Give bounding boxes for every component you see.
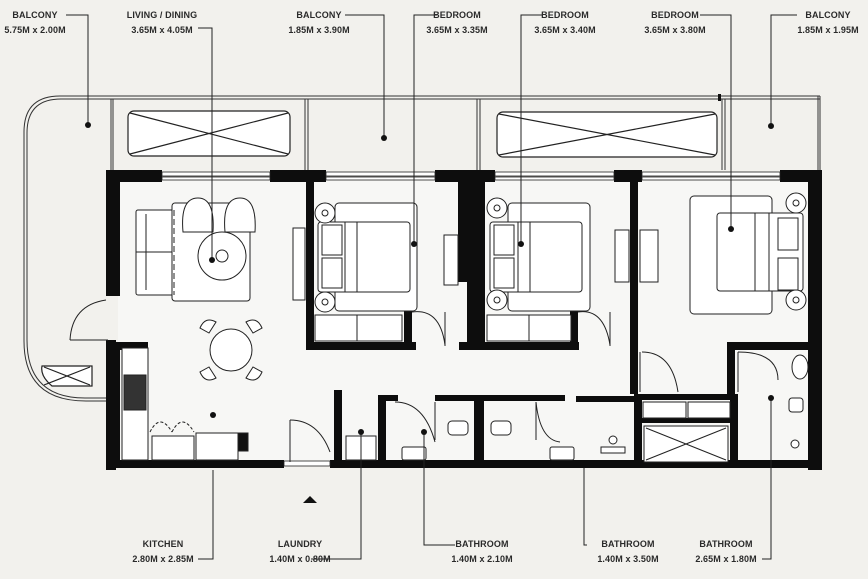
entrance-arrow-icon	[303, 496, 317, 503]
room-name: BALCONY	[805, 10, 851, 20]
leader-lines	[66, 14, 797, 560]
room-dimensions: 1.85M x 1.95M	[797, 25, 859, 35]
room-dimensions: 1.40M x 3.50M	[597, 554, 659, 564]
bedroom-doors	[411, 311, 779, 393]
room-dimensions: 1.40M x 0.80M	[269, 554, 331, 564]
room-name: BATHROOM	[455, 539, 509, 549]
windows	[161, 171, 781, 467]
living-furniture	[135, 197, 256, 302]
label-living-dining: LIVING / DINING 3.65M x 4.05M	[124, 8, 200, 38]
beds	[292, 192, 807, 463]
room-dimensions: 1.40M x 2.10M	[451, 554, 513, 564]
walls	[106, 170, 822, 470]
room-dimensions: 1.85M x 3.90M	[288, 25, 350, 35]
room-dimensions: 2.65M x 1.80M	[695, 554, 757, 564]
room-dimensions: 5.75M x 2.00M	[4, 25, 66, 35]
balcony-outline	[23, 95, 821, 402]
room-name: KITCHEN	[142, 539, 184, 549]
room-name: LIVING / DINING	[126, 10, 198, 20]
room-dimensions: 3.65M x 3.35M	[426, 25, 488, 35]
label-bathroom-3: BATHROOM 2.65M x 1.80M	[690, 537, 762, 567]
label-balcony-1: BALCONY 5.75M x 2.00M	[4, 8, 66, 38]
label-bedroom-2: BEDROOM 3.65M x 3.40M	[530, 8, 600, 38]
room-name: LAUNDRY	[277, 539, 323, 549]
room-name: BEDROOM	[433, 10, 481, 20]
room-name: BEDROOM	[651, 10, 699, 20]
label-balcony-2: BALCONY 1.85M x 3.90M	[288, 8, 350, 38]
planter-boxes	[41, 110, 718, 387]
label-bedroom-1: BEDROOM 3.65M x 3.35M	[422, 8, 492, 38]
entrance-door	[69, 299, 331, 462]
label-bedroom-3: BEDROOM 3.65M x 3.80M	[640, 8, 710, 38]
room-dimensions: 3.65M x 3.80M	[644, 25, 706, 35]
label-balcony-3: BALCONY 1.85M x 1.95M	[795, 8, 861, 38]
label-bathroom-1: BATHROOM 1.40M x 2.10M	[446, 537, 518, 567]
room-name: BEDROOM	[541, 10, 589, 20]
leader-dots	[85, 122, 774, 435]
label-bathroom-2: BATHROOM 1.40M x 3.50M	[592, 537, 664, 567]
room-dimensions: 3.65M x 3.40M	[534, 25, 596, 35]
room-name: BALCONY	[296, 10, 342, 20]
dining-table	[199, 319, 263, 381]
room-name: BATHROOM	[699, 539, 753, 549]
room-dimensions: 2.80M x 2.85M	[132, 554, 194, 564]
room-dimensions: 3.65M x 4.05M	[131, 25, 193, 35]
room-name: BALCONY	[12, 10, 58, 20]
kitchen-counters	[121, 347, 249, 461]
room-name: BATHROOM	[601, 539, 655, 549]
label-kitchen: KITCHEN 2.80M x 2.85M	[128, 537, 198, 567]
label-laundry: LAUNDRY 1.40M x 0.80M	[264, 537, 336, 567]
